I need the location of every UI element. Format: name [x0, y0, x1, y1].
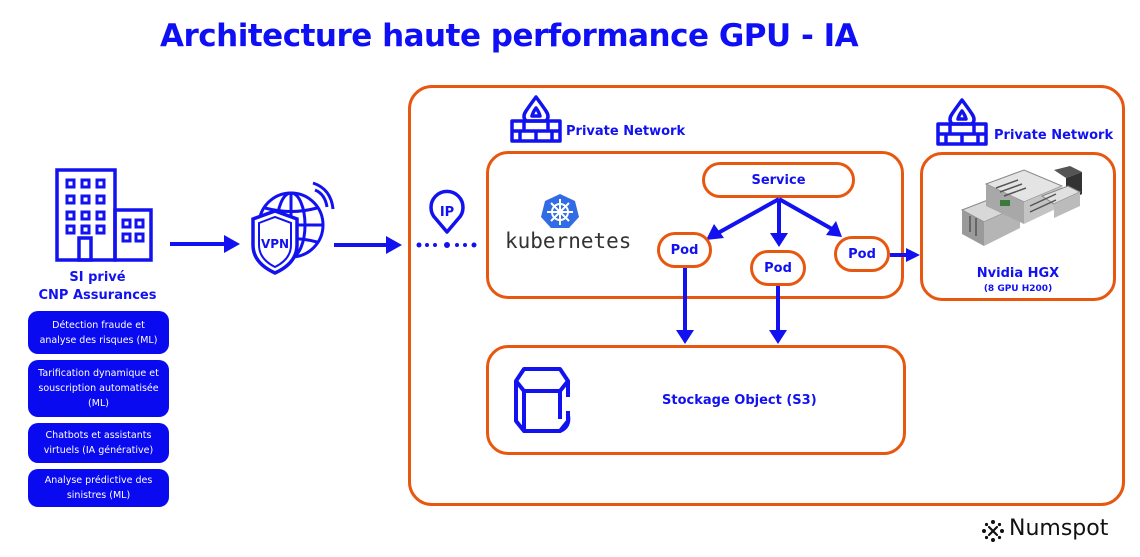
pod-node-3: Pod	[834, 236, 890, 272]
pod-node-2: Pod	[750, 250, 806, 286]
gpu-server-image	[960, 166, 1082, 246]
arrow-vpn-to-cloud	[334, 236, 402, 254]
gpu-name: Nvidia HGX	[976, 266, 1060, 281]
brand-name: Numspot	[1009, 516, 1109, 541]
numspot-logo-icon	[982, 520, 1004, 542]
private-network-label: Private Network	[566, 124, 686, 139]
object-storage-icon	[514, 367, 571, 433]
use-case-pricing: Tarification dynamique et souscription a…	[28, 360, 169, 417]
service-to-pods-arrows	[706, 197, 842, 247]
gpu-private-network-label: Private Network	[994, 128, 1114, 143]
use-case-fraud: Détection fraude et analyse des risques …	[28, 311, 169, 354]
kubernetes-cluster	[486, 151, 904, 299]
page-title: Architecture haute performance GPU - IA	[160, 18, 859, 54]
kubernetes-text: kubernetes	[505, 229, 632, 253]
arrow-pod1-to-storage	[676, 268, 694, 344]
use-case-claims: Analyse prédictive des sinistres (ML)	[28, 469, 169, 507]
arrow-pod2-to-storage	[769, 286, 787, 344]
kubernetes-wheel-icon	[541, 194, 579, 228]
arrow-head-pod1	[706, 224, 724, 240]
arrow-head-pod2	[770, 233, 788, 247]
use-case-chatbots: Chatbots et assistants virtuels (IA géné…	[28, 423, 169, 463]
storage-container	[486, 345, 906, 455]
client-name-line2: CNP Assurances	[38, 288, 157, 303]
service-node: Service	[702, 162, 855, 198]
arrow-client-to-vpn	[170, 235, 240, 253]
vpn-globe-shield-icon: VPN	[251, 181, 335, 275]
firewall-icon	[510, 95, 562, 143]
vpn-text: VPN	[261, 237, 289, 251]
pod-node-1: Pod	[657, 232, 712, 268]
ip-text: IP	[440, 205, 454, 220]
building-icon	[55, 168, 153, 262]
gpu-container	[920, 152, 1116, 301]
arrow-pod-to-gpu	[890, 248, 920, 262]
client-name-line1: SI privé	[69, 270, 126, 285]
arrow-head-pod3	[826, 221, 842, 237]
firewall-icon-gpu	[936, 98, 988, 146]
storage-label: Stockage Object (S3)	[662, 393, 817, 408]
ip-pin-icon: IP	[416, 189, 477, 248]
gpu-spec: (8 GPU H200)	[983, 284, 1053, 294]
cloud-container	[408, 85, 1125, 506]
